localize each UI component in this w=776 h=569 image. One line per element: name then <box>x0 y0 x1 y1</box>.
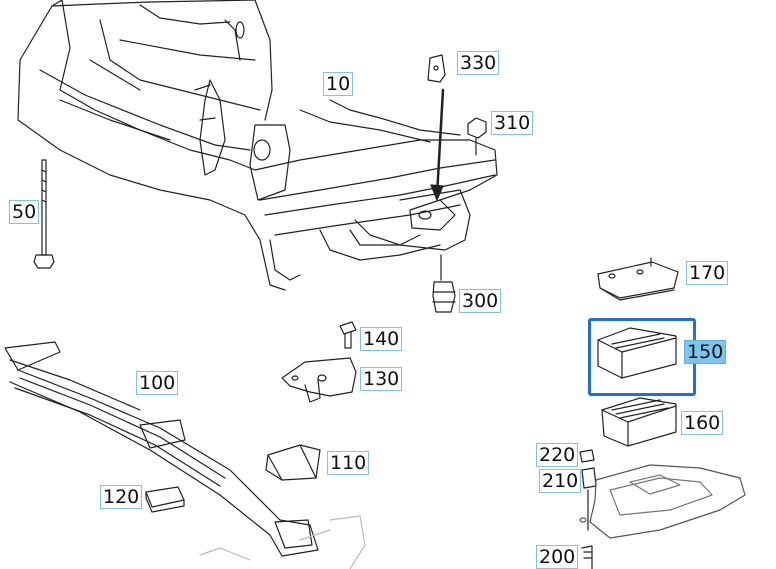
callout-220[interactable]: 220 <box>536 443 579 467</box>
pad-120-drawing <box>145 486 185 513</box>
callout-100[interactable]: 100 <box>136 371 179 395</box>
leaf-spring-100-drawing <box>4 341 366 569</box>
callout-10[interactable]: 10 <box>323 72 354 96</box>
bracket-130-drawing <box>281 357 357 403</box>
callout-310[interactable]: 310 <box>491 111 534 135</box>
hardware-200-220-drawing <box>579 449 746 569</box>
nut-310-drawing <box>467 117 487 156</box>
callout-200[interactable]: 200 <box>536 545 579 569</box>
callout-170[interactable]: 170 <box>686 261 729 285</box>
callout-150-selected[interactable]: 150 <box>684 340 727 364</box>
bracket-330-drawing <box>427 54 446 83</box>
block-160-drawing <box>601 397 677 447</box>
callout-130[interactable]: 130 <box>360 367 403 391</box>
callout-50[interactable]: 50 <box>9 200 40 224</box>
callout-300[interactable]: 300 <box>459 289 502 313</box>
block-150-drawing <box>597 327 677 379</box>
selection-highlight-box <box>588 318 696 396</box>
frame-drawing <box>17 0 498 291</box>
bolt-140-drawing <box>339 321 357 349</box>
bolt-50-drawing <box>33 159 55 269</box>
callout-110[interactable]: 110 <box>327 451 370 475</box>
callout-120[interactable]: 120 <box>100 485 143 509</box>
spacer-110-drawing <box>265 444 321 481</box>
callout-210[interactable]: 210 <box>539 469 582 493</box>
callout-140[interactable]: 140 <box>360 327 403 351</box>
callout-330[interactable]: 330 <box>457 51 500 75</box>
mount-300-drawing <box>432 254 456 313</box>
plate-170-drawing <box>597 257 679 301</box>
callout-160[interactable]: 160 <box>681 411 724 435</box>
